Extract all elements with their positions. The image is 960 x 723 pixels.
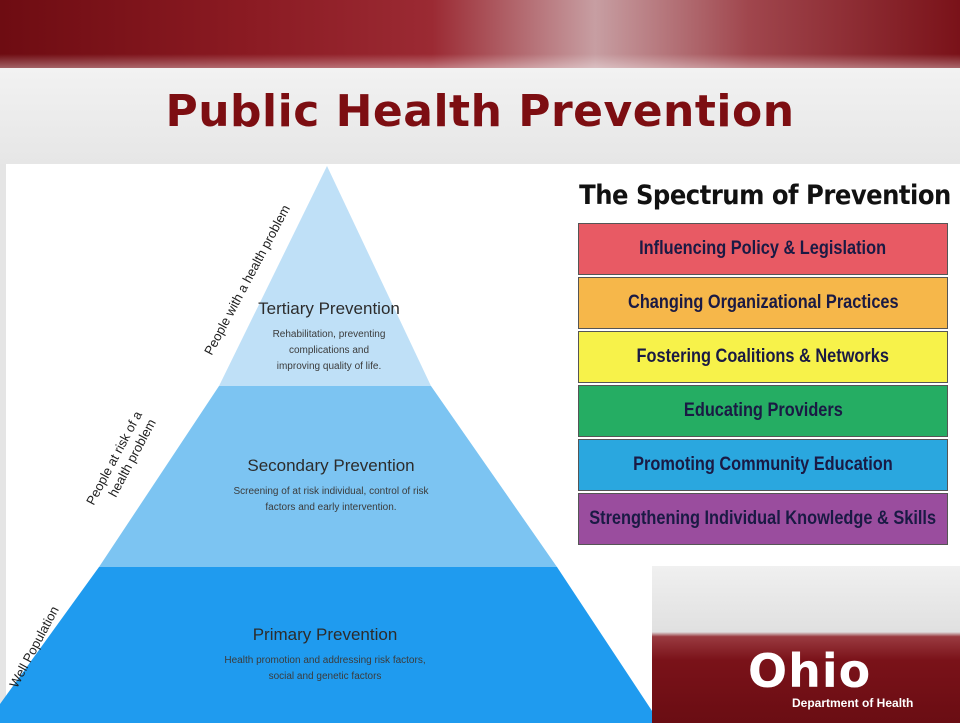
spectrum-band-label: Influencing Policy & Legislation [639,238,887,259]
ohio-logo-block: Ohio Department of Health [652,566,960,723]
tier-desc-tertiary-1: Rehabilitation, preventing [273,329,386,340]
ohio-department-label: Department of Health [792,696,914,710]
spectrum-band-label: Changing Organizational Practices [627,292,899,313]
spectrum-band-individual: Strengthening Individual Knowledge & Ski… [578,493,948,545]
title-area: Public Health Prevention [0,68,960,164]
spectrum-band-providers: Educating Providers [578,385,948,437]
spectrum-of-prevention: Influencing Policy & Legislation Changin… [578,223,948,547]
tier-desc-primary-2: social and genetic factors [269,671,382,682]
spectrum-band-policy: Influencing Policy & Legislation [578,223,948,275]
spectrum-band-organizational: Changing Organizational Practices [578,277,948,329]
page-title: Public Health Prevention [165,86,795,137]
tier-desc-tertiary-3: improving quality of life. [277,361,382,372]
spectrum-band-label: Educating Providers [683,400,843,421]
spectrum-title: The Spectrum of Prevention [579,180,951,211]
spectrum-band-community: Promoting Community Education [578,439,948,491]
tier-primary [0,567,660,723]
spectrum-band-label: Promoting Community Education [633,454,893,475]
tier-desc-secondary-1: Screening of at risk individual, control… [233,486,429,497]
tier-desc-secondary-2: factors and early intervention. [265,502,396,513]
tier-desc-primary-1: Health promotion and addressing risk fac… [224,655,425,666]
ohio-logo: Ohio [748,644,872,698]
prevention-pyramid: Tertiary Prevention Rehabilitation, prev… [0,166,660,723]
slide-frame [0,164,6,723]
tier-title-primary: Primary Prevention [253,625,398,644]
header-band [0,0,960,68]
spectrum-band-label: Fostering Coalitions & Networks [636,346,890,367]
tier-title-secondary: Secondary Prevention [247,456,414,475]
tier-secondary [99,386,557,567]
tier-tertiary [219,166,431,386]
tier-desc-tertiary-2: complications and [289,345,369,356]
tier-title-tertiary: Tertiary Prevention [258,299,400,318]
spectrum-band-label: Strengthening Individual Knowledge & Ski… [589,508,937,529]
spectrum-band-coalitions: Fostering Coalitions & Networks [578,331,948,383]
